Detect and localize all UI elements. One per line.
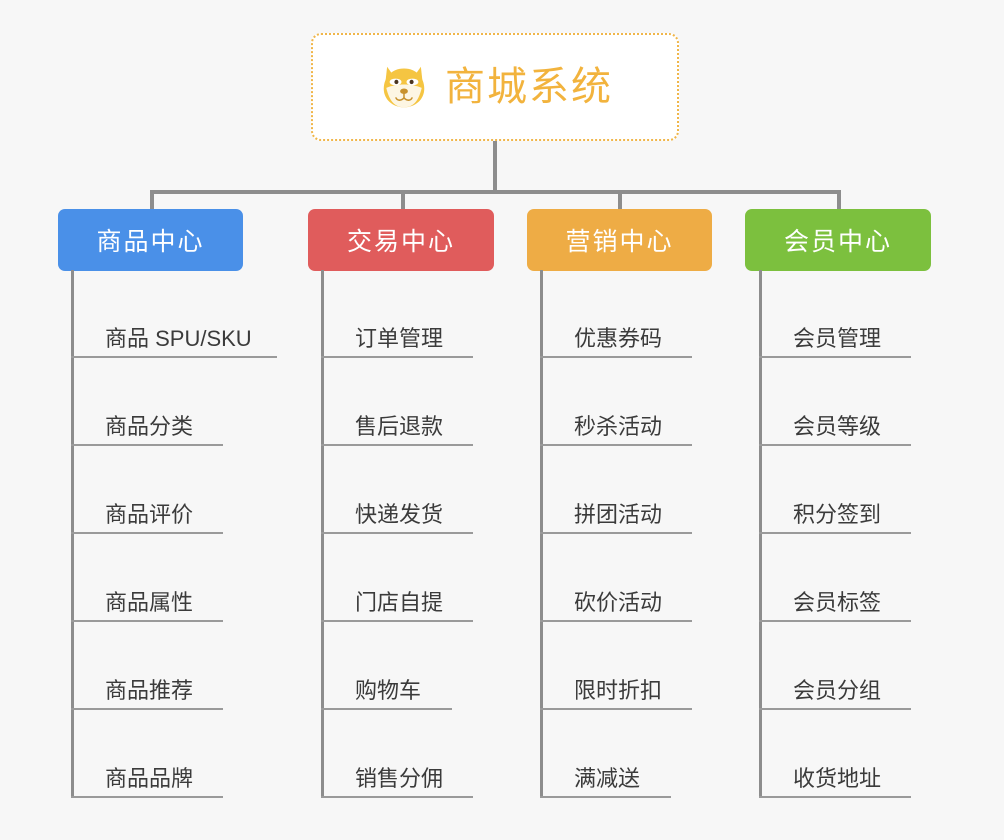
leaf-item[interactable]: 商品推荐 [71,622,223,710]
leaf-item[interactable]: 会员等级 [759,358,911,446]
category-box-member-center[interactable]: 会员中心 [745,209,931,271]
leaf-item[interactable]: 积分签到 [759,446,911,534]
connector-root-stem [493,141,497,192]
leaf-label: 商品品牌 [105,765,194,791]
leaf-label: 会员标签 [793,589,882,615]
leaf-item[interactable]: 秒杀活动 [540,358,692,446]
category-label: 营销中心 [565,228,674,256]
connector-drop-4 [837,190,841,210]
leaf-label: 售后退款 [355,413,444,439]
leaf-label: 拼团活动 [574,501,663,527]
connector-drop-1 [150,190,154,210]
leaf-label: 收货地址 [793,765,882,791]
leaf-item[interactable]: 商品评价 [71,446,223,534]
leaf-label: 会员分组 [793,677,882,703]
category-label: 会员中心 [783,228,892,256]
leaf-spine [540,270,543,798]
category-label: 商品中心 [96,228,205,256]
root-node[interactable]: 商城系统 [311,33,679,141]
leaf-item[interactable]: 商品品牌 [71,710,223,798]
leaf-item[interactable]: 销售分佣 [321,710,473,798]
leaf-label: 商品 SPU/SKU [105,325,252,351]
leaf-item[interactable]: 会员管理 [759,270,911,358]
leaf-item[interactable]: 会员分组 [759,622,911,710]
leaf-label: 购物车 [355,677,422,703]
category-box-trade-center[interactable]: 交易中心 [308,209,494,271]
leaf-spine [759,270,762,798]
connector-horizontal-bus [150,190,841,194]
leaf-item[interactable]: 订单管理 [321,270,473,358]
leaf-label: 商品分类 [105,413,194,439]
leaf-label: 秒杀活动 [574,413,663,439]
leaf-item[interactable]: 商品分类 [71,358,223,446]
leaf-label: 快递发货 [355,501,444,527]
leaf-item[interactable]: 售后退款 [321,358,473,446]
leaf-item[interactable]: 拼团活动 [540,446,692,534]
category-label: 交易中心 [346,228,455,256]
leaf-item[interactable]: 限时折扣 [540,622,692,710]
connector-drop-2 [401,190,405,210]
category-box-product-center[interactable]: 商品中心 [58,209,243,271]
leaf-item[interactable]: 快递发货 [321,446,473,534]
leaf-label: 订单管理 [355,325,444,351]
leaf-label: 满减送 [574,765,641,791]
leaf-label: 会员等级 [793,413,882,439]
leaf-item[interactable]: 优惠券码 [540,270,692,358]
leaf-label: 门店自提 [355,589,444,615]
leaf-spine [71,270,74,798]
leaf-item[interactable]: 满减送 [540,710,671,798]
leaf-label: 会员管理 [793,325,882,351]
leaf-item[interactable]: 购物车 [321,622,452,710]
leaf-label: 砍价活动 [574,589,663,615]
leaf-label: 销售分佣 [355,765,444,791]
leaf-label: 商品属性 [105,589,194,615]
leaf-label: 限时折扣 [574,677,663,703]
root-title: 商城系统 [445,65,613,109]
leaf-label: 商品评价 [105,501,194,527]
leaf-item[interactable]: 砍价活动 [540,534,692,622]
connector-drop-3 [618,190,622,210]
category-box-marketing-center[interactable]: 营销中心 [527,209,712,271]
leaf-label: 优惠券码 [574,325,663,351]
leaf-item[interactable]: 门店自提 [321,534,473,622]
leaf-label: 商品推荐 [105,677,194,703]
leaf-item[interactable]: 会员标签 [759,534,911,622]
leaf-item[interactable]: 商品 SPU/SKU [71,270,277,358]
leaf-item[interactable]: 收货地址 [759,710,911,798]
leaf-item[interactable]: 商品属性 [71,534,223,622]
dog-face-icon [383,66,425,108]
leaf-label: 积分签到 [793,501,882,527]
leaf-spine [321,270,324,798]
